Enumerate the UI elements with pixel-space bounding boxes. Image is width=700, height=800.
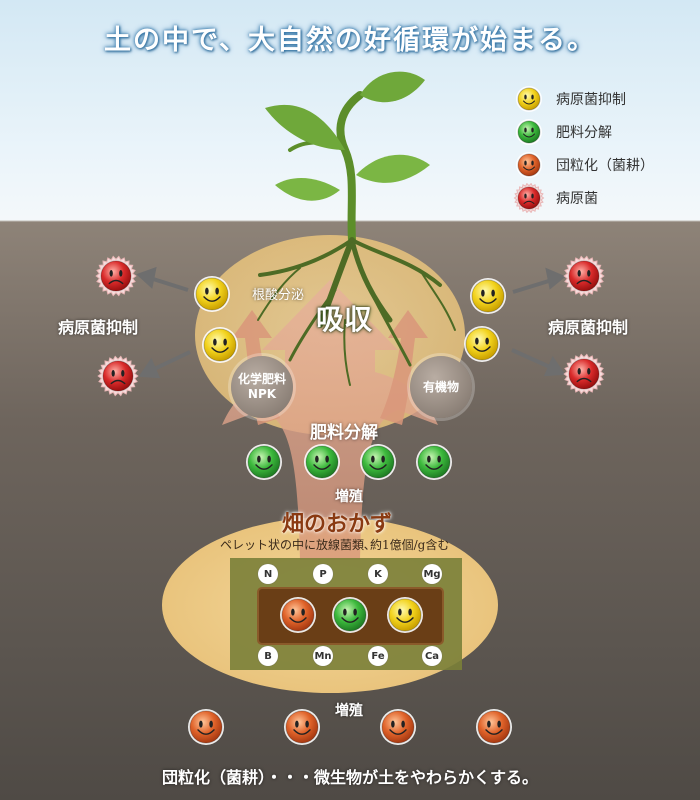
- legend-face-icon: [516, 119, 542, 145]
- aggregation-face: [280, 597, 316, 633]
- growth-arrow: [222, 280, 438, 560]
- aggregation-face: [380, 709, 416, 745]
- right-curve-arrow: [380, 310, 428, 425]
- organic-label: 有機物: [422, 379, 459, 394]
- decomposer-face: [360, 444, 396, 480]
- decompose-label: 肥料分解: [310, 423, 378, 443]
- pathogen-face: [563, 353, 605, 395]
- legend-face: [516, 86, 542, 112]
- legend-item-decompose: 肥料分解: [512, 117, 612, 147]
- decomposer-face: [332, 597, 368, 633]
- product-description: ペレット状の中に放線菌類､約1億個/g含む: [220, 538, 450, 552]
- bottom-caption: 団粒化（菌耕）・・・微生物が土をやわらかくする。: [161, 768, 538, 787]
- legend-item-aggregation: 団粒化（菌耕）: [512, 150, 654, 180]
- legend-label: 団粒化（菌耕）: [556, 158, 654, 174]
- legend-label: 病原菌抑制: [556, 92, 626, 108]
- pathogen-face: [97, 355, 139, 397]
- fertilizer-line2: NPK: [247, 387, 277, 401]
- plant-leaves: [265, 71, 430, 201]
- decomposer-face: [304, 444, 340, 480]
- helper-face: [194, 276, 230, 312]
- legend-face: [513, 183, 545, 213]
- pathogen-face: [95, 255, 137, 297]
- nutrient-mn-chip: Mn: [313, 646, 333, 666]
- nutrient-ca-chip: Ca: [422, 646, 442, 666]
- right-suppress-label: 病原菌抑制: [548, 318, 629, 337]
- nutrient-k-chip: K: [368, 564, 388, 584]
- nutrient-fe-chip: Fe: [368, 646, 388, 666]
- legend-item-pathogen: 病原菌: [512, 183, 598, 213]
- nutrient-b-chip: B: [258, 646, 278, 666]
- helper-face: [470, 278, 506, 314]
- aggregation-face: [284, 709, 320, 745]
- nutrient-mg-chip: Mg: [422, 564, 442, 584]
- suppress-arrows: [136, 266, 566, 379]
- legend-label: 肥料分解: [556, 125, 612, 141]
- pathogen-face: [563, 255, 605, 297]
- chemical-fertilizer-node: 化学肥料 NPK: [231, 356, 293, 418]
- legend-item-suppress: 病原菌抑制: [512, 84, 626, 114]
- legend-face-icon: [513, 183, 545, 213]
- page-title: 土の中で、大自然の好循環が始まる。: [104, 25, 596, 56]
- helper-face: [387, 597, 423, 633]
- root-acid-label: 根酸分泌: [252, 288, 305, 303]
- legend-face-icon: [516, 86, 542, 112]
- helper-face: [464, 326, 500, 362]
- aggregation-face: [476, 709, 512, 745]
- multiply-label-2: 増殖: [335, 703, 363, 719]
- fertilizer-line1: 化学肥料: [237, 372, 286, 386]
- legend-face: [516, 119, 542, 145]
- legend-face: [516, 152, 542, 178]
- nutrient-p-chip: P: [313, 564, 333, 584]
- legend: 病原菌抑制肥料分解団粒化（菌耕） 病原菌: [512, 84, 692, 214]
- face-icons: [95, 255, 605, 745]
- aggregation-face: [188, 709, 224, 745]
- decomposer-face: [246, 444, 282, 480]
- product-name: 畑のおかず: [282, 512, 393, 537]
- nutrient-n-chip: N: [258, 564, 278, 584]
- organic-matter-node: 有機物: [410, 356, 472, 418]
- legend-label: 病原菌: [556, 191, 598, 207]
- legend-face-icon: [516, 152, 542, 178]
- helper-face: [202, 327, 238, 363]
- left-suppress-label: 病原菌抑制: [58, 318, 139, 337]
- decomposer-face: [416, 444, 452, 480]
- multiply-label-1: 増殖: [335, 489, 363, 505]
- absorb-label: 吸収: [316, 303, 373, 336]
